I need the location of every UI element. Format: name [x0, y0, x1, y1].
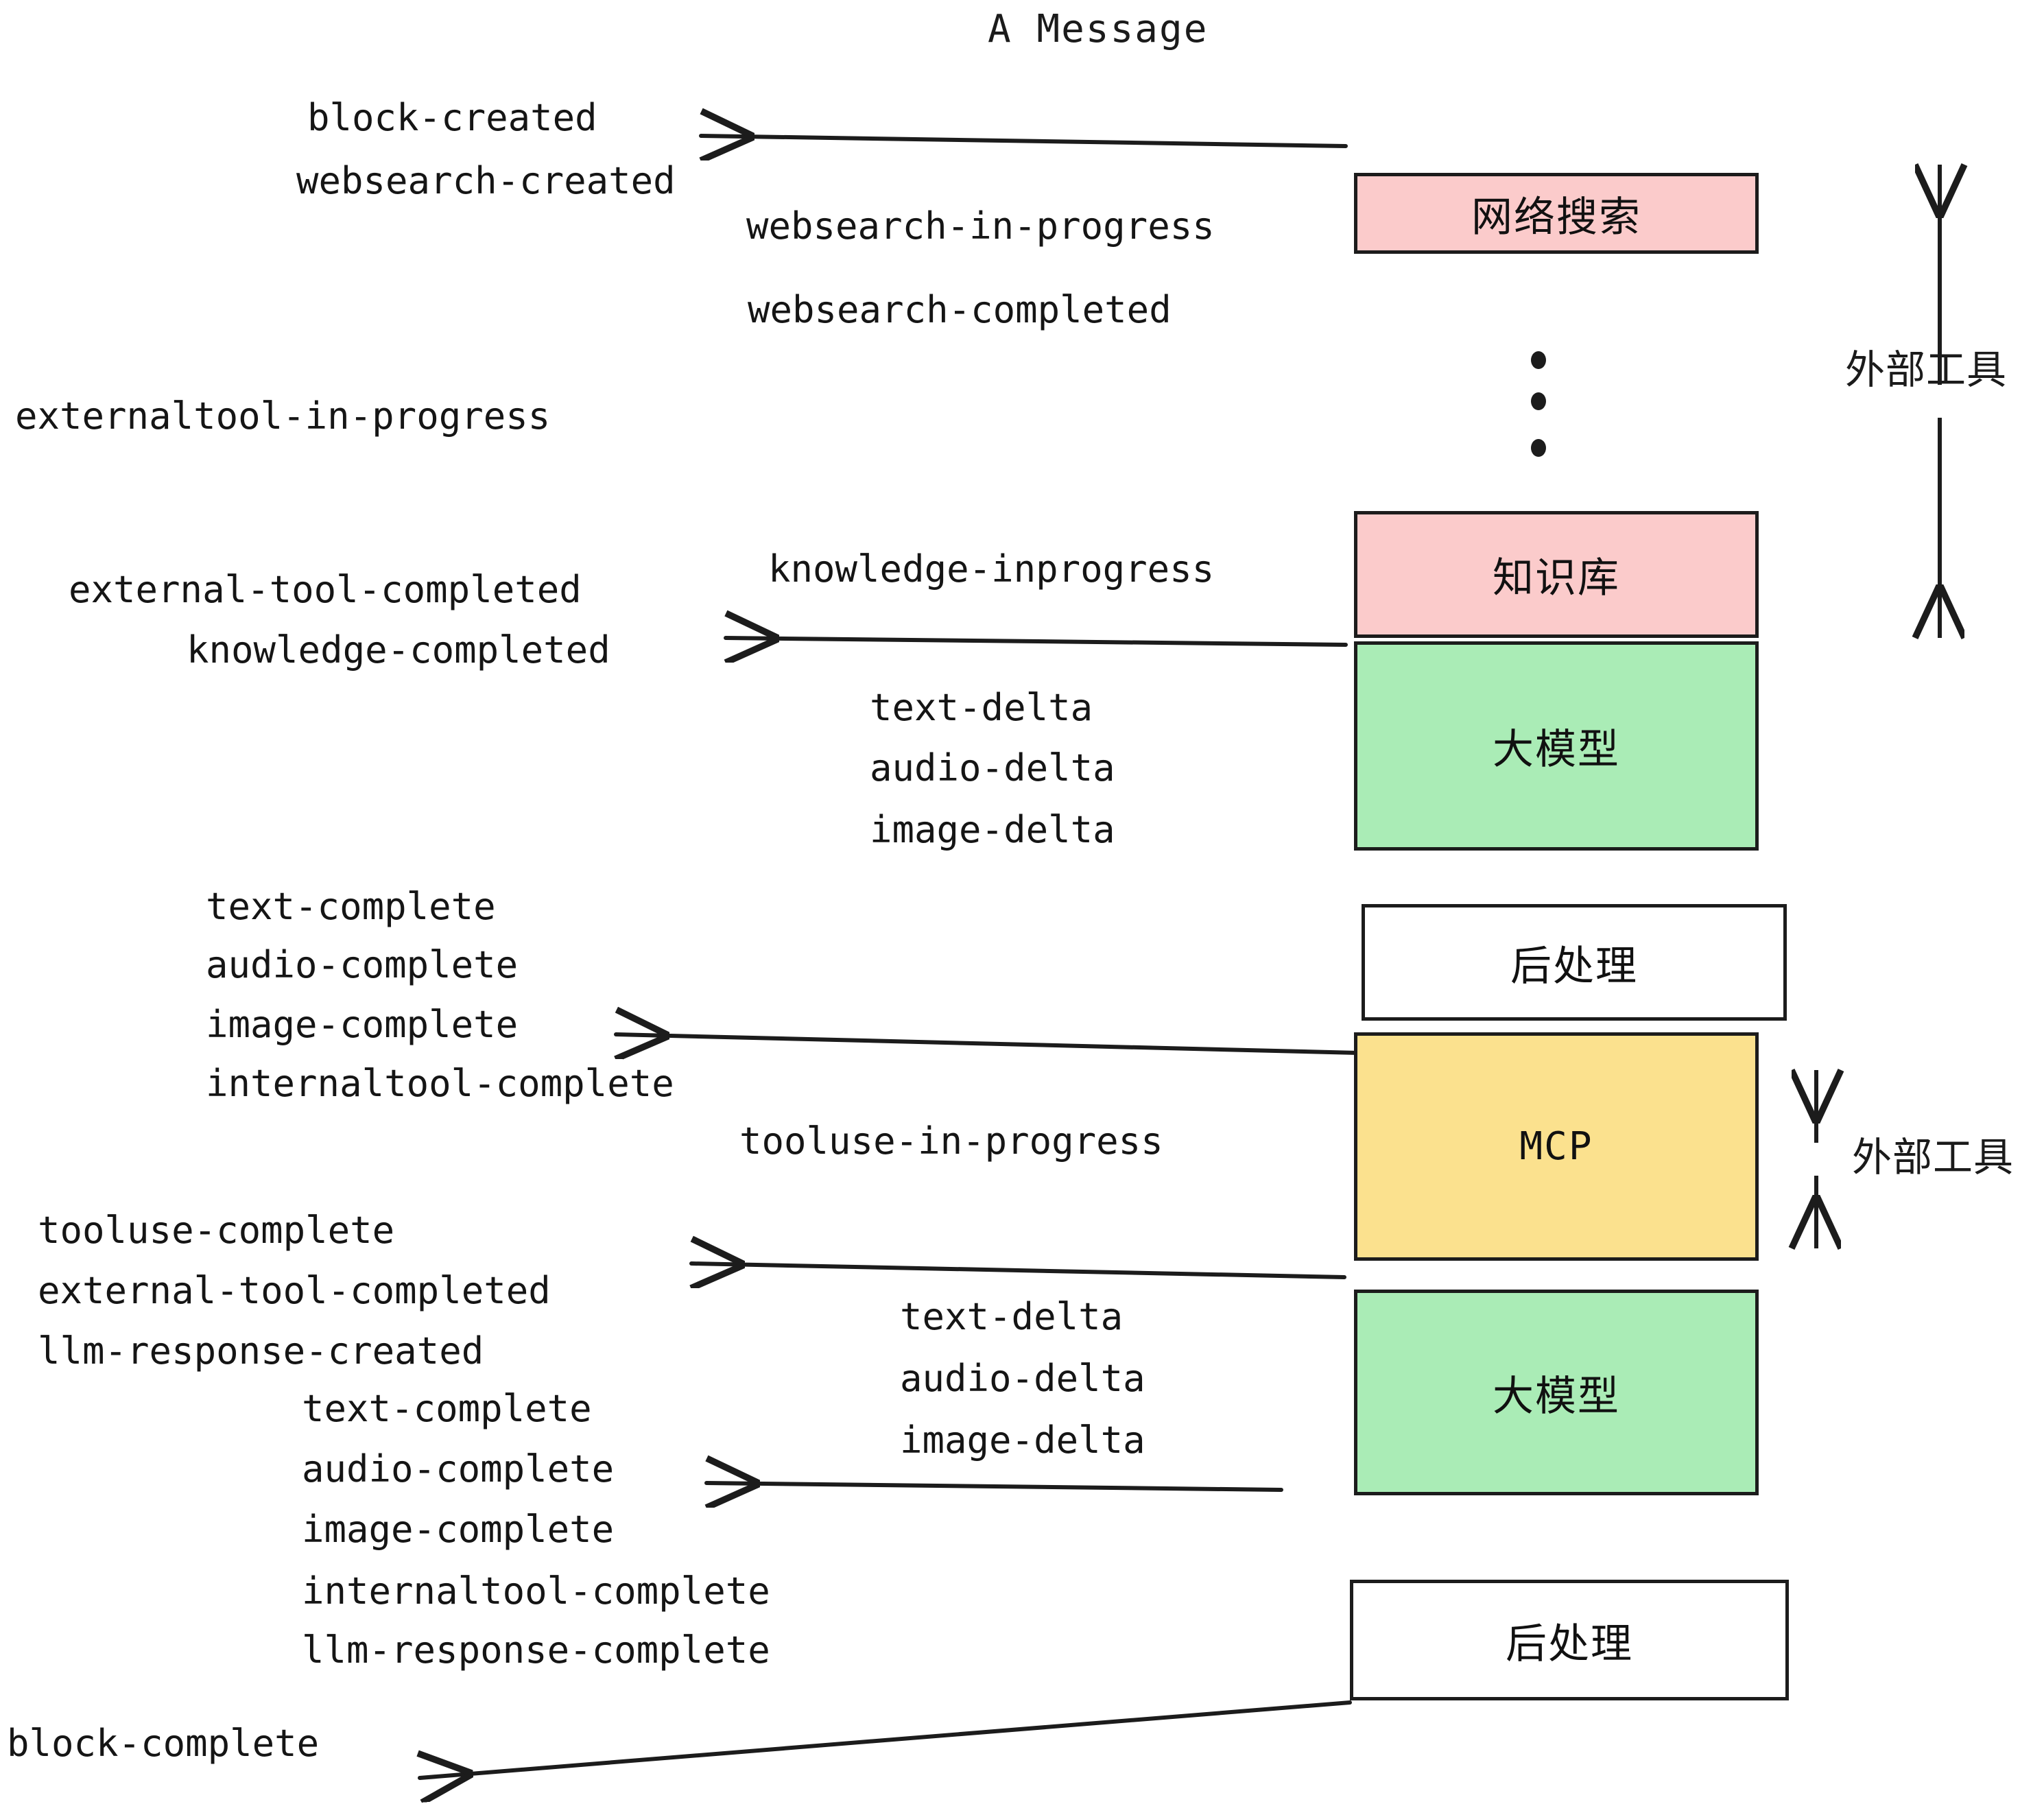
- flow-arrow: [420, 1700, 1352, 1778]
- flow-arrow: [689, 1263, 1346, 1277]
- event-label: external-tool-completed: [69, 568, 582, 611]
- external-tool-label: 外部工具: [1845, 346, 2008, 393]
- external-tool-label: 外部工具: [1852, 1134, 2015, 1180]
- ellipsis-dot-icon: [1531, 439, 1546, 457]
- event-label: internaltool-complete: [302, 1569, 770, 1613]
- page-title: A Message: [988, 7, 1209, 51]
- event-label: llm-response-complete: [302, 1628, 770, 1672]
- event-label: external-tool-completed: [38, 1269, 551, 1312]
- event-label: websearch-completed: [748, 288, 1172, 331]
- ellipsis-dot-icon: [1531, 392, 1546, 410]
- node-box: 大模型: [1354, 641, 1759, 851]
- event-label: text-complete: [302, 1387, 592, 1430]
- event-label: websearch-in-progress: [746, 204, 1215, 248]
- event-label: tooluse-in-progress: [739, 1119, 1163, 1163]
- ellipsis-dot-icon: [1531, 351, 1546, 369]
- event-label: block-created: [307, 96, 597, 139]
- event-label: image-delta: [870, 808, 1115, 851]
- event-label: text-delta: [900, 1295, 1124, 1338]
- event-label: knowledge-inprogress: [768, 547, 1215, 591]
- flow-arrow: [614, 1034, 1360, 1053]
- event-label: image-delta: [900, 1419, 1145, 1462]
- event-label: audio-complete: [302, 1447, 615, 1491]
- event-label: image-complete: [302, 1508, 615, 1551]
- event-label: websearch-created: [296, 159, 676, 202]
- event-label: llm-response-created: [38, 1329, 484, 1373]
- node-box: 后处理: [1350, 1580, 1789, 1700]
- event-label: audio-delta: [870, 746, 1115, 790]
- event-label: text-delta: [870, 686, 1093, 729]
- flow-arrow: [704, 1483, 1283, 1490]
- flow-arrow: [699, 136, 1348, 146]
- flow-arrow: [724, 638, 1348, 645]
- event-label: image-complete: [206, 1003, 519, 1046]
- node-box: 大模型: [1354, 1290, 1759, 1495]
- node-box: 后处理: [1362, 904, 1787, 1021]
- event-label: audio-complete: [206, 943, 519, 986]
- event-label: externaltool-in-progress: [15, 394, 551, 438]
- node-box: 知识库: [1354, 511, 1759, 638]
- event-label: internaltool-complete: [206, 1062, 674, 1105]
- event-label: knowledge-completed: [187, 628, 610, 672]
- event-label: tooluse-complete: [38, 1209, 395, 1252]
- event-label: audio-delta: [900, 1357, 1145, 1400]
- event-label: text-complete: [206, 885, 496, 928]
- node-box: 网络搜索: [1354, 173, 1759, 254]
- node-box: MCP: [1354, 1032, 1759, 1261]
- event-label: block-complete: [7, 1722, 320, 1765]
